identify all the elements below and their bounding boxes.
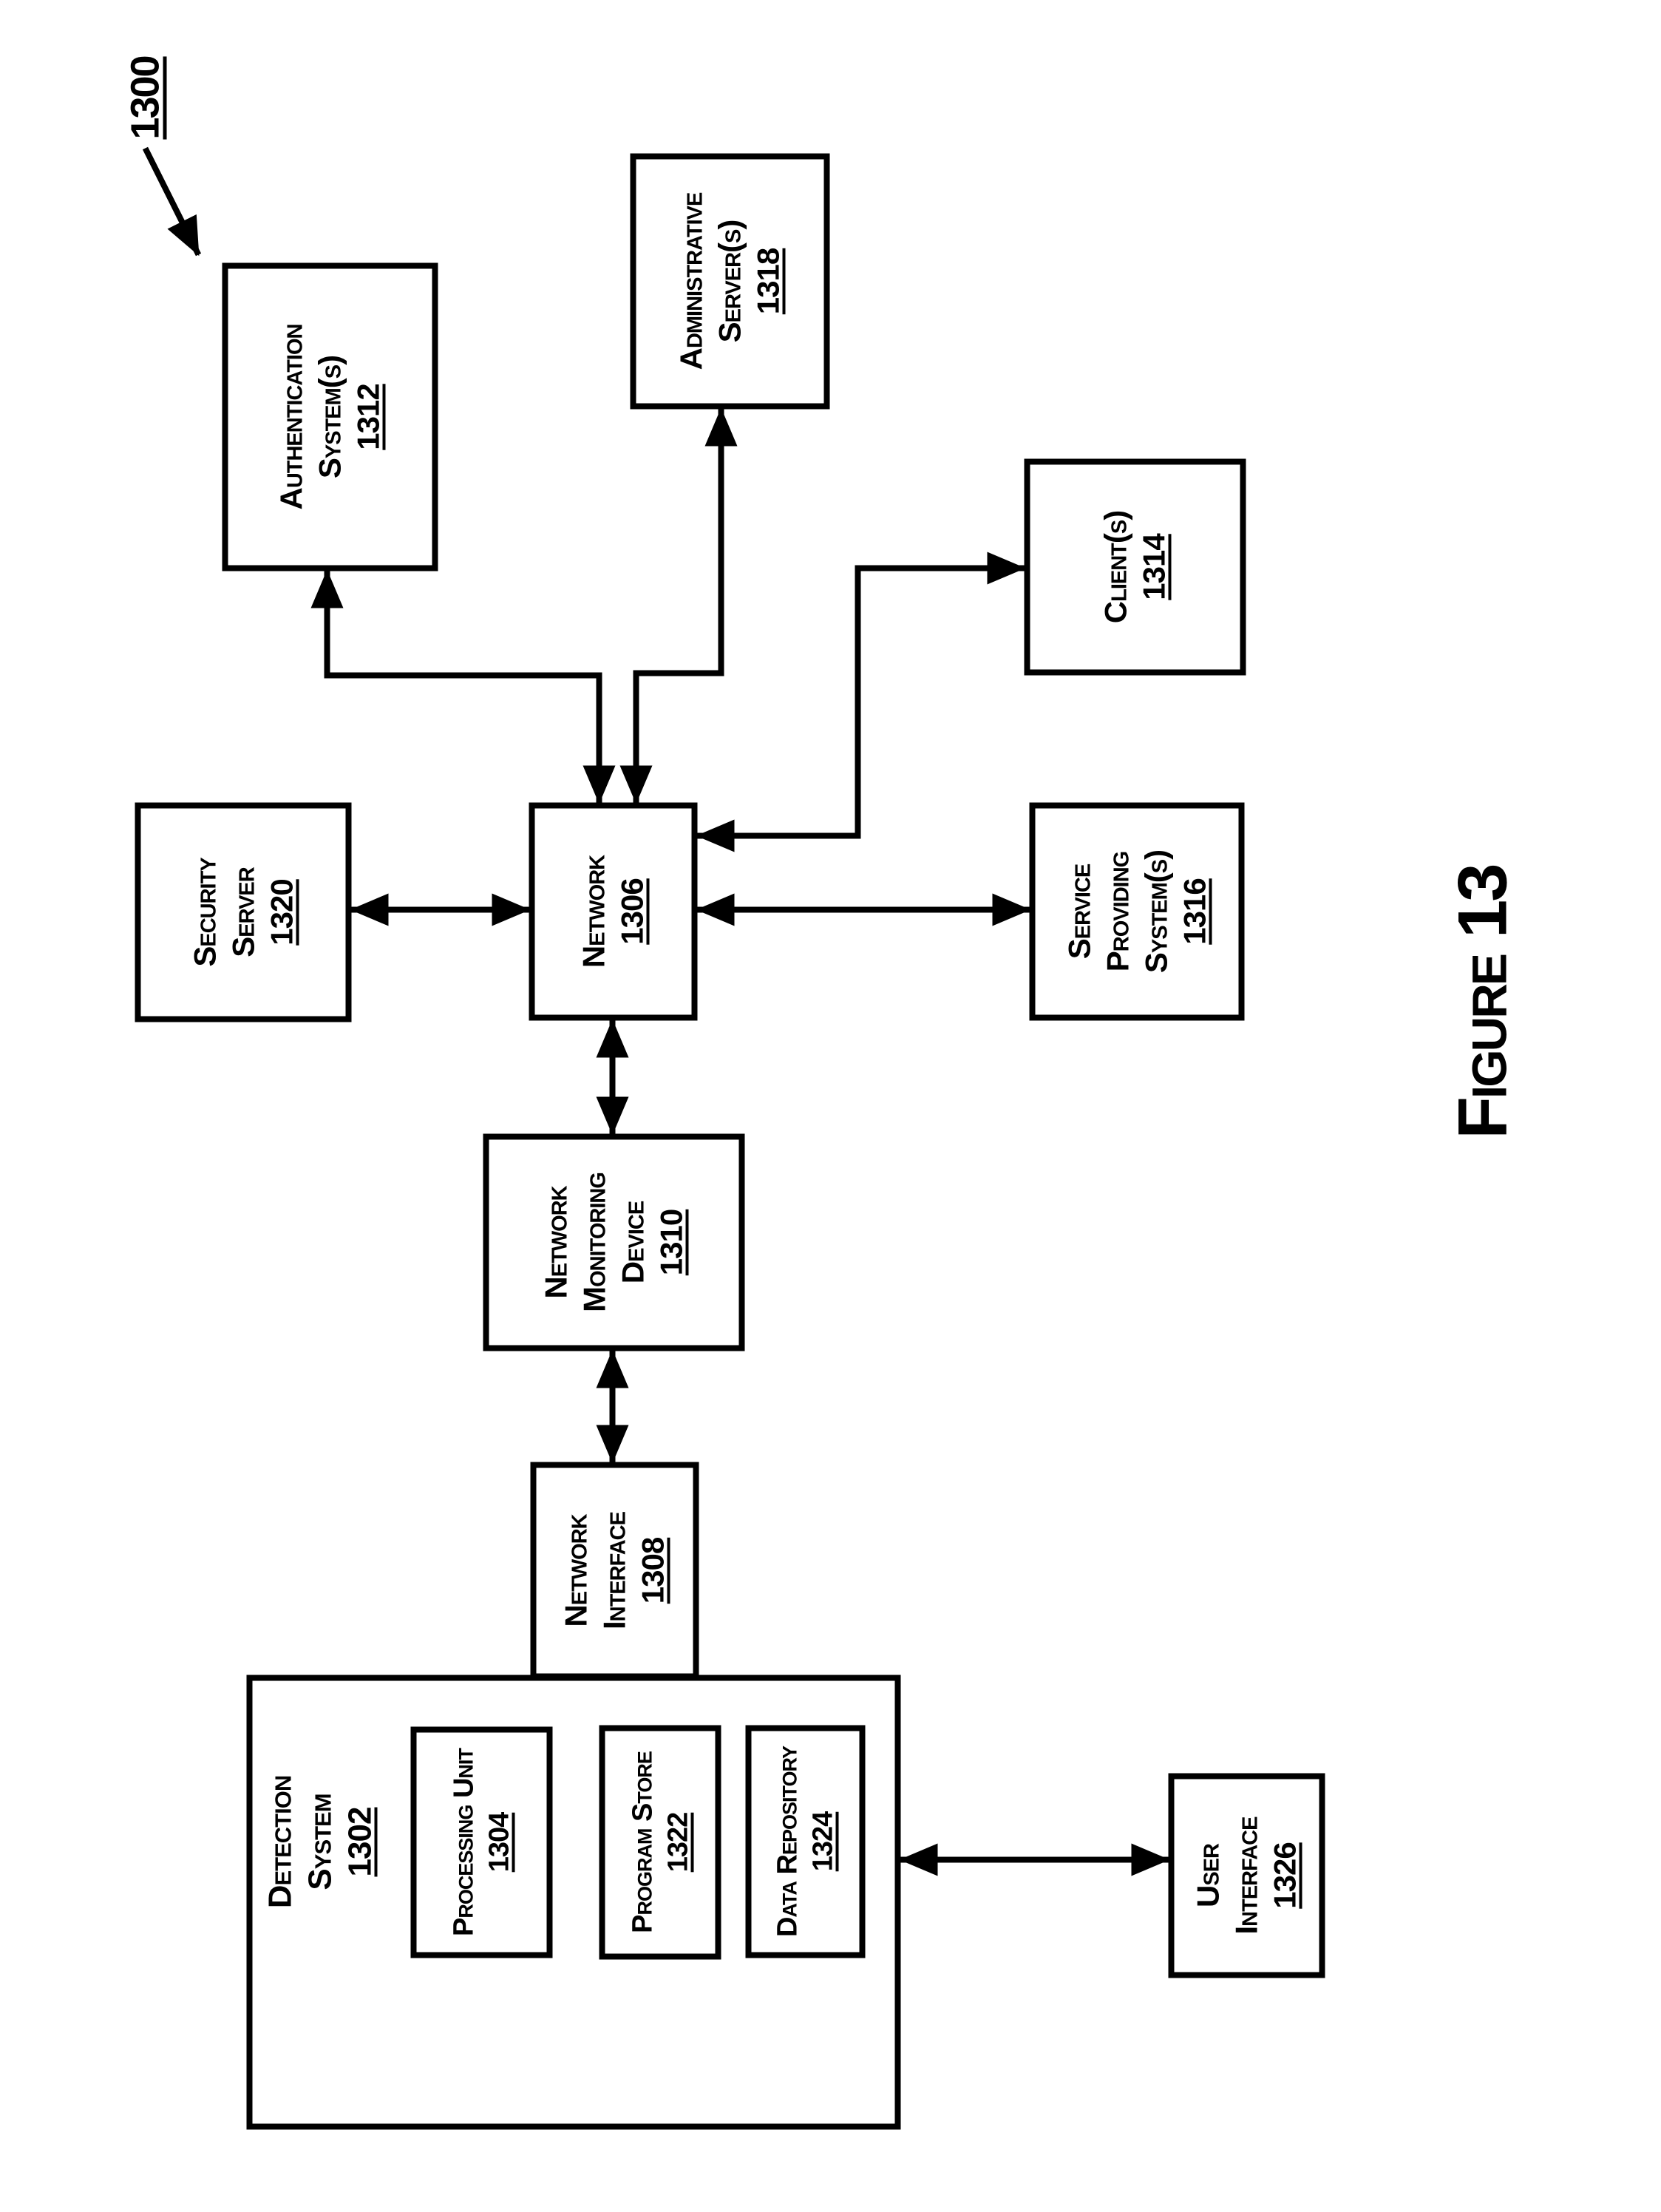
node-label-line: Network <box>538 1185 573 1299</box>
node-ref-number: 1324 <box>807 1811 838 1871</box>
node-program-store: Program Store 1322 <box>599 1725 721 1959</box>
node-label-line: Administrative <box>673 192 708 370</box>
node-ref-number: 1326 <box>1267 1842 1302 1909</box>
node-ref-number: 1314 <box>1136 533 1171 600</box>
node-label-line: System(s) <box>1138 849 1173 973</box>
node-ref-number: 1308 <box>635 1537 670 1604</box>
node-authentication-system: Authentication System(s) 1312 <box>222 262 438 571</box>
node-network-monitoring-device: Network Monitoring Device 1310 <box>483 1133 744 1351</box>
node-label-line: Service <box>1061 864 1096 959</box>
node-label-line: Detection System <box>262 1775 338 1908</box>
node-data-repository: Data Repository 1324 <box>745 1725 865 1958</box>
node-client: Client(s) 1314 <box>1024 458 1246 675</box>
node-user-interface: User Interface 1326 <box>1168 1773 1325 1978</box>
connector-network-client <box>696 552 1025 852</box>
node-label-line: Interface <box>597 1511 631 1629</box>
connector-network-authentication <box>310 569 615 804</box>
detection-system-label: Detection System 1302 <box>260 1726 380 1957</box>
node-ref-number: 1320 <box>263 878 299 946</box>
figure-reference-number: 1300 <box>123 55 167 140</box>
node-label-line: System(s) <box>312 355 347 478</box>
reference-1300-pointer-arrow <box>142 146 201 256</box>
figure-caption: Figure 13 <box>1443 864 1521 1139</box>
node-service-providing-system: Service Providing System(s) 1316 <box>1029 802 1244 1020</box>
node-label-line: Processing Unit <box>448 1748 479 1936</box>
connector-network-administrative-server <box>619 407 737 804</box>
node-ref-number: 1322 <box>662 1812 693 1872</box>
node-label-line: Security <box>186 857 222 967</box>
node-label-line: Device <box>615 1201 650 1283</box>
node-label-line: Client(s) <box>1098 510 1132 623</box>
node-processing-unit: Processing Unit 1304 <box>410 1726 552 1958</box>
node-label-line: User <box>1190 1843 1225 1907</box>
node-administrative-server: Administrative Server(s) 1318 <box>630 153 829 409</box>
node-label-line: Program Store <box>626 1751 658 1933</box>
node-ref-number: 1304 <box>483 1812 514 1872</box>
node-security-server: Security Server 1320 <box>135 802 351 1022</box>
node-label-line: Providing <box>1099 851 1135 971</box>
node-ref-number: 1316 <box>1176 878 1212 945</box>
node-ref-number: 1306 <box>614 878 649 945</box>
node-label-line: Server(s) <box>712 220 747 342</box>
node-label-line: Data Repository <box>772 1745 803 1937</box>
node-ref-number: 1302 <box>342 1807 378 1876</box>
node-ref-number: 1318 <box>750 248 785 314</box>
node-network: Network 1306 <box>529 802 697 1020</box>
node-label-line: Authentication <box>274 324 308 509</box>
node-label-line: Server <box>225 866 260 957</box>
node-label-line: Interface <box>1229 1816 1263 1934</box>
node-ref-number: 1312 <box>350 383 385 450</box>
node-label-line: Network <box>558 1513 593 1627</box>
node-ref-number: 1310 <box>653 1209 688 1275</box>
node-label-line: Network <box>576 855 611 968</box>
node-network-interface: Network Interface 1308 <box>530 1462 699 1679</box>
node-label-line: Monitoring <box>577 1172 611 1312</box>
